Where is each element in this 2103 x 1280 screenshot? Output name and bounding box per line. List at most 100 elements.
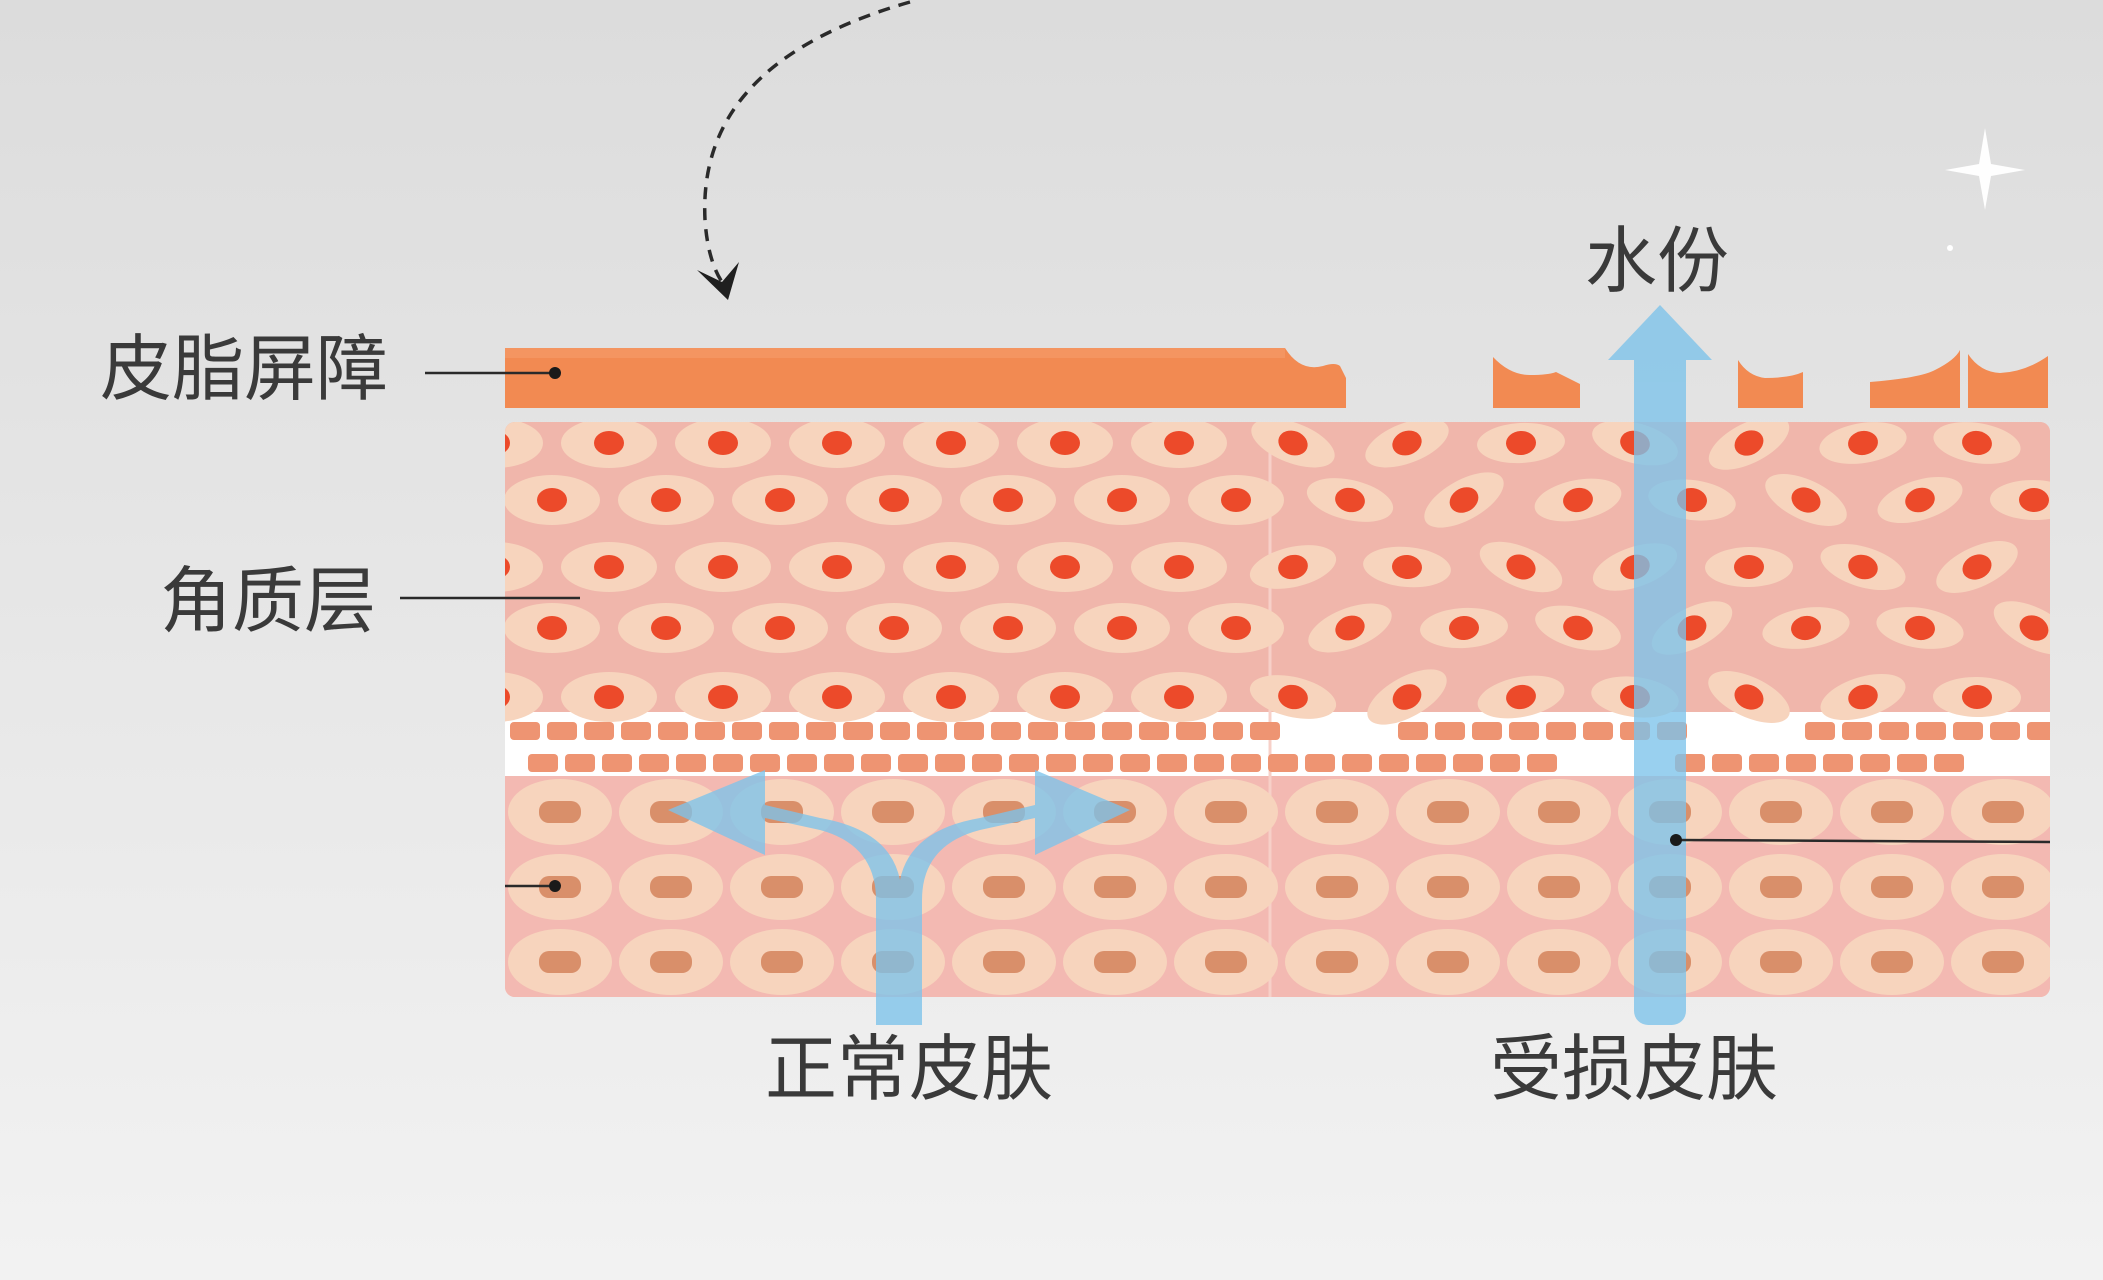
lipid-brick — [1398, 722, 1428, 740]
lipid-brick — [1916, 722, 1946, 740]
corneum-cell-nucleus — [1221, 616, 1251, 640]
corneum-cell-nucleus — [1335, 487, 1365, 513]
corneum-cell-nucleus — [708, 431, 738, 455]
corneum-cell — [1074, 475, 1170, 525]
water-flow-normal-arrow — [668, 770, 1130, 1025]
basal-cell-nucleus — [650, 876, 692, 898]
corneum-cell — [1074, 603, 1170, 653]
lipid-brick — [1953, 722, 1983, 740]
water-label: 水份 — [1585, 219, 1730, 303]
corneum-cell-nucleus — [708, 555, 738, 579]
basal-cell — [841, 779, 945, 845]
lipid-brick — [732, 722, 762, 740]
basal-cell-nucleus — [1316, 876, 1358, 898]
corneum-cell — [1762, 607, 1850, 649]
basal-cell-nucleus — [761, 951, 803, 973]
corneum-cell-nucleus — [879, 488, 909, 512]
corneum-cell-nucleus — [1905, 487, 1935, 513]
corneum-cell-nucleus — [1164, 431, 1194, 455]
corneum-cell — [1936, 541, 2018, 593]
corneum-cell — [505, 422, 543, 468]
corneum-cell-nucleus — [1335, 615, 1365, 641]
corneum-cell-nucleus — [651, 616, 681, 640]
corneum-cell-nucleus — [594, 555, 624, 579]
basal-cell — [1063, 854, 1167, 920]
basal-cell — [1396, 779, 1500, 845]
lipid-brick — [1342, 754, 1372, 772]
lipid-brick — [1046, 754, 1076, 772]
corneum-cell-nucleus — [765, 616, 795, 640]
lipid-brick — [954, 722, 984, 740]
basal-cell-nucleus — [1427, 801, 1469, 823]
lipid-brick — [1435, 722, 1465, 740]
lipid-brick — [1879, 722, 1909, 740]
corneum-cell-nucleus — [537, 616, 567, 640]
lipid-brick — [713, 754, 743, 772]
basal-cell-nucleus — [1538, 801, 1580, 823]
corneum-cell — [1131, 672, 1227, 722]
corneum-cell — [846, 603, 942, 653]
basal-cell — [730, 854, 834, 920]
basal-cell — [1285, 779, 1389, 845]
corneum-cell — [675, 672, 771, 722]
corneum-cell-nucleus — [1791, 487, 1821, 513]
corneum-cell — [1363, 546, 1451, 588]
basal-cell-nucleus — [761, 876, 803, 898]
corneum-cell — [505, 672, 543, 722]
corneum-cell-nucleus — [594, 685, 624, 709]
basal-cell-nucleus — [1094, 951, 1136, 973]
lipid-brick — [547, 722, 577, 740]
water-flow-damaged-arrow — [1608, 305, 1712, 1025]
corneum-cell-nucleus — [2019, 487, 2049, 513]
basal-cell — [1840, 779, 1944, 845]
corneum-cell — [675, 422, 771, 468]
corneum-cell — [903, 672, 999, 722]
corneum-cell-nucleus — [594, 431, 624, 455]
corneum-cell-nucleus — [1278, 430, 1308, 456]
lipid-brick — [1379, 754, 1409, 772]
basal-cell — [952, 929, 1056, 995]
corneum-cell — [1765, 474, 1847, 526]
stratum-corneum-label: 角质层 — [160, 559, 377, 643]
corneum-cell-nucleus — [651, 488, 681, 512]
lipid-brick — [1139, 722, 1169, 740]
lipid-brick — [1194, 754, 1224, 772]
corneum-cell — [1131, 542, 1227, 592]
lipid-brick — [1231, 754, 1261, 772]
lipid-brick — [1102, 722, 1132, 740]
lipid-layer — [510, 722, 2050, 772]
lipid-brick — [621, 722, 651, 740]
corneum-cell — [1424, 472, 1504, 528]
lipid-brick — [1083, 754, 1113, 772]
basal-cell — [1729, 779, 1833, 845]
corneum-cell — [1990, 479, 2050, 521]
sebum-barrier-label: 皮脂屏障 — [100, 327, 389, 411]
corneum-cell-nucleus — [1392, 430, 1422, 456]
corneum-cell — [1477, 675, 1565, 719]
corneum-cell-nucleus — [1221, 488, 1251, 512]
lipid-brick — [1712, 754, 1742, 772]
corneum-cell — [1535, 605, 1621, 651]
corneum-cell-nucleus — [936, 685, 966, 709]
lipid-brick — [565, 754, 595, 772]
sebum-barrier-damaged — [1493, 350, 2048, 408]
lipid-brick — [1897, 754, 1927, 772]
basal-cell — [1951, 854, 2050, 920]
corneum-cell — [1993, 601, 2050, 655]
corneum-cell-nucleus — [1905, 615, 1935, 641]
basal-cell — [1729, 854, 1833, 920]
basal-cell — [1396, 854, 1500, 920]
corneum-cell-nucleus — [1107, 488, 1137, 512]
lipid-brick — [1472, 722, 1502, 740]
corneum-cell — [732, 603, 828, 653]
corneum-cell — [1876, 607, 1964, 649]
basal-cell-nucleus — [1871, 876, 1913, 898]
corneum-cell-nucleus — [1449, 615, 1479, 641]
corneum-cell-nucleus — [1563, 487, 1593, 513]
lipid-brick — [658, 722, 688, 740]
basal-cell — [1507, 854, 1611, 920]
corneum-cell-nucleus — [765, 488, 795, 512]
corneum-cell-nucleus — [1848, 430, 1878, 456]
corneum-cell — [1017, 542, 1113, 592]
